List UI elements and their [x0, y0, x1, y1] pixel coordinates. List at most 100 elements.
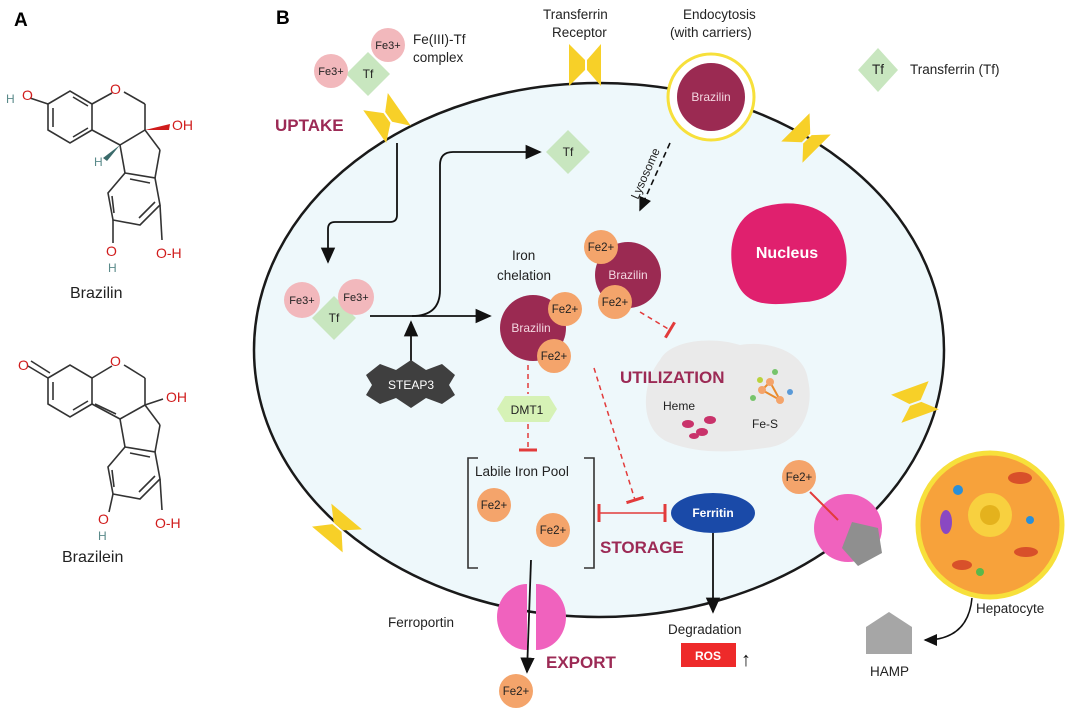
hepatocyte-organelle: [952, 560, 972, 570]
brazilin-name: Brazilin: [70, 285, 122, 302]
fe2-ion: [548, 292, 582, 326]
dmt1-label: DMT1: [511, 403, 544, 417]
storage-label: STORAGE: [600, 538, 684, 557]
tf-diamond-outside: [346, 52, 390, 96]
transferrin-receptor-right: [781, 113, 831, 163]
brazilin-label-upper: Brazilin: [608, 268, 647, 282]
brazilin-label-vesicle: Brazilin: [691, 90, 730, 104]
tf-label-recycled: Tf: [563, 145, 574, 159]
legend-transferrin-text: Transferrin (Tf): [910, 62, 1000, 77]
labile-iron-pool-label: Labile Iron Pool: [475, 464, 569, 479]
panel-b-letter: B: [276, 8, 290, 29]
nucleus-label: Nucleus: [756, 245, 818, 262]
brazilin-h-bottom-left: H: [108, 261, 117, 275]
transferrin-receptor-lower-left: [312, 503, 362, 553]
hepatocyte-organelle: [1026, 516, 1034, 524]
fe3-label: Fe3+: [343, 292, 368, 304]
brazilin-h-wedge: H: [94, 155, 103, 169]
hamp-shape: [866, 612, 912, 654]
transferrin-receptor-right-lower: [891, 381, 939, 423]
fe-tf-complex-label-1: Fe(III)-Tf: [413, 32, 466, 47]
fe3-label: Fe3+: [375, 40, 400, 52]
export-label: EXPORT: [546, 653, 617, 672]
fe2-label: Fe2+: [602, 297, 629, 309]
brazilein-o-ketone: O: [18, 357, 29, 373]
fe3-ion: [338, 279, 374, 315]
transferrin-receptor-uptake: [363, 93, 411, 143]
fe-s-cluster-icon: [750, 369, 793, 404]
fe-s-label: Fe-S: [752, 417, 778, 431]
fe2-ion: [536, 513, 570, 547]
lip-bracket-right: [584, 457, 595, 569]
brazilein-structure: O O OH O H O-H: [18, 353, 187, 543]
lip-bracket-left: [467, 457, 478, 569]
fe2-ion: [499, 674, 533, 708]
hepatocyte-organelle: [1014, 547, 1038, 557]
brazilein-o-h-bottom: O-H: [155, 515, 181, 531]
hamp-bound-shape: [842, 522, 882, 566]
ferroportin-right: [536, 584, 566, 650]
brazilin-h-left: H: [6, 92, 15, 106]
ros-label: ROS: [695, 649, 721, 663]
brazilein-o-ring: O: [110, 353, 121, 369]
heme-cell: [682, 420, 694, 428]
ros-up-arrow: ↑: [741, 649, 751, 671]
lysosome-arrow: [639, 142, 671, 212]
tf-label-inside: Tf: [329, 311, 340, 325]
fe2-label: Fe2+: [786, 472, 813, 484]
utilization-cloud: [645, 340, 810, 452]
fe2-ion: [537, 339, 571, 373]
fe-tf-complex-label-2: complex: [413, 50, 464, 65]
brazilin-structure: O H O OH H O H O-H: [6, 81, 193, 275]
transferrin-receptor-label-2: Receptor: [552, 25, 607, 40]
brazilein-oh: OH: [166, 389, 187, 405]
transferrin-receptor-label-1: Transferrin: [543, 7, 608, 22]
fe2-ion: [782, 460, 816, 494]
brazilin-oh: OH: [172, 117, 193, 133]
tf-recycle-arrow: [411, 144, 542, 317]
fe3-label: Fe3+: [318, 66, 343, 78]
fe2-ion: [477, 488, 511, 522]
nucleus: [731, 203, 847, 305]
export-arrow: [520, 559, 535, 674]
uptake-arrow: [320, 143, 398, 264]
hepatocyte-organelle: [953, 485, 963, 495]
hamp-label: HAMP: [870, 664, 909, 679]
degradation-label: Degradation: [668, 622, 742, 637]
brazilin-o-bottom-left: O: [106, 243, 117, 259]
brazilin-o-ring: O: [110, 81, 121, 97]
ferritin: [671, 493, 755, 533]
brazilin-o-left: O: [22, 87, 33, 103]
ferroportin-label: Ferroportin: [388, 615, 454, 630]
fe2-ion: [598, 285, 632, 319]
fe3-ion: [314, 54, 348, 88]
heme-cell: [704, 416, 716, 424]
ferritin-label: Ferritin: [692, 506, 733, 520]
brazilin-molecule-vesicle: [677, 63, 745, 131]
hepatocyte-organelle: [976, 568, 984, 576]
hepatocyte-nucleolus: [980, 505, 1000, 525]
dmt1-shape: [497, 396, 557, 422]
fe2-ion: [584, 230, 618, 264]
hepatocyte-hamp-arrow: [923, 597, 973, 646]
fe2-label: Fe2+: [503, 686, 530, 698]
fe3-label: Fe3+: [289, 295, 314, 307]
fe3-ion: [371, 28, 405, 62]
brazilein-h-bottom-left: H: [98, 529, 107, 543]
legend-tf-diamond: [858, 48, 898, 92]
legend-tf-label: Tf: [872, 62, 884, 77]
fe2-label: Fe2+: [588, 242, 615, 254]
utilization-label: UTILIZATION: [620, 368, 725, 387]
heme-label: Heme: [663, 399, 695, 413]
iron-chelation-label-1: Iron: [512, 248, 535, 263]
hepatocyte-organelle: [940, 510, 952, 534]
uptake-label: UPTAKE: [275, 116, 344, 135]
fe2-label: Fe2+: [481, 500, 508, 512]
hepatocyte-organelle: [1008, 472, 1032, 484]
hamp-block-line: [809, 491, 839, 521]
tf-label-outside: Tf: [363, 67, 374, 81]
heme-cell: [696, 428, 708, 436]
fe3-ion: [284, 282, 320, 318]
